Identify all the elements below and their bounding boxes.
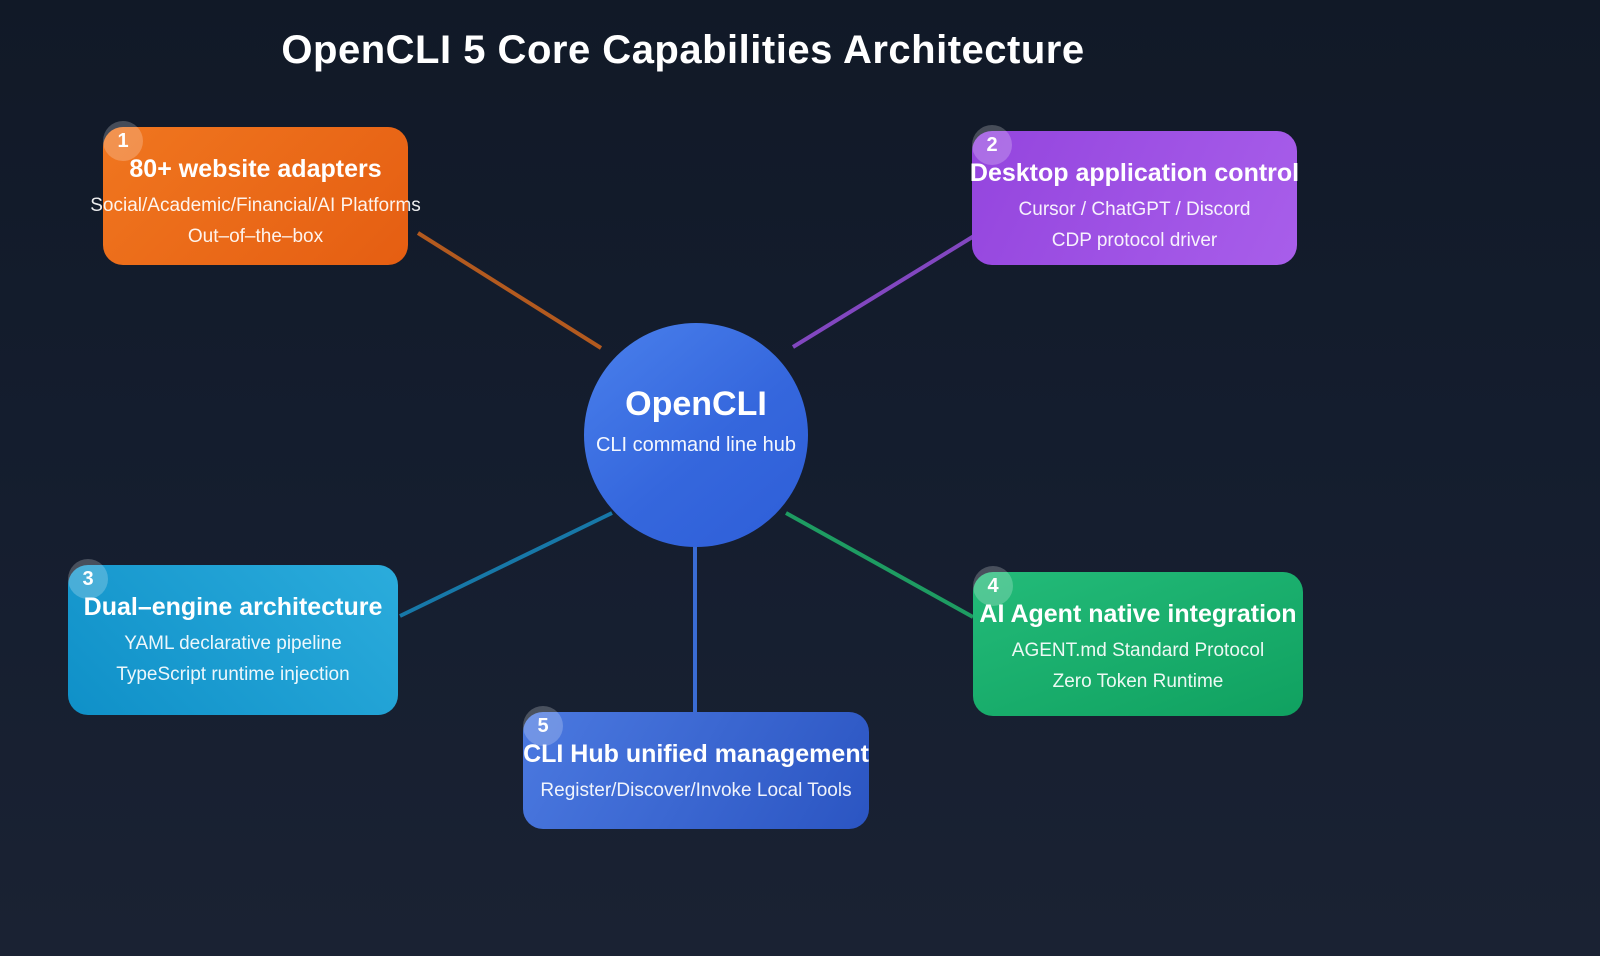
capability-card-4: 4 AI Agent native integration AGENT.md S… (973, 566, 1303, 716)
capability-details: Register/Discover/Invoke Local Tools (540, 775, 851, 806)
capability-title: AI Agent native integration (979, 600, 1297, 628)
hub-text: OpenCLI CLI command line hub (596, 382, 796, 460)
hub-subtitle: CLI command line hub (595, 434, 797, 456)
capability-card-5: 5 CLI Hub unified management Register/Di… (523, 706, 869, 829)
capability-details: YAML declarative pipeline TypeScript run… (116, 628, 349, 690)
capability-detail: Zero Token Runtime (1052, 671, 1224, 692)
capability-detail: CDP protocol driver (1051, 230, 1218, 251)
capability-number-badge: 2 (972, 125, 1012, 165)
capability-title: CLI Hub unified management (523, 740, 869, 768)
capability-number-badge: 1 (103, 121, 143, 161)
capability-detail: AGENT.md Standard Protocol (1011, 640, 1265, 661)
capability-detail: YAML declarative pipeline (124, 633, 342, 654)
capability-details: Cursor / ChatGPT / Discord CDP protocol … (1019, 194, 1251, 256)
capability-number-badge: 5 (523, 706, 563, 746)
capability-detail: Social/Academic/Financial/AI Platforms (90, 195, 421, 216)
capability-detail: Register/Discover/Invoke Local Tools (540, 780, 852, 801)
capability-detail: TypeScript runtime injection (116, 664, 350, 685)
capability-title: 80+ website adapters (129, 155, 382, 183)
connector-1 (416, 231, 603, 350)
capability-detail: Out–of–the–box (187, 226, 324, 247)
capability-details: AGENT.md Standard Protocol Zero Token Ru… (1012, 635, 1264, 697)
capability-number-badge: 4 (973, 566, 1013, 606)
capability-title: Dual–engine architecture (83, 593, 383, 621)
connector-3 (399, 511, 613, 618)
connector-2 (791, 234, 976, 349)
capability-card-3: 3 Dual–engine architecture YAML declarat… (68, 559, 398, 715)
capability-number-badge: 3 (68, 559, 108, 599)
page-title: OpenCLI 5 Core Capabilities Architecture (281, 28, 1085, 72)
capability-title: Desktop application control (969, 159, 1300, 187)
capability-card-1: 1 80+ website adapters Social/Academic/F… (90, 121, 421, 265)
capability-card-2: 2 Desktop application control Cursor / C… (969, 125, 1300, 265)
capability-detail: Cursor / ChatGPT / Discord (1018, 199, 1251, 220)
capability-details: Social/Academic/Financial/AI Platforms O… (90, 190, 421, 252)
hub-name: OpenCLI (625, 385, 767, 423)
connector-4 (785, 511, 974, 619)
hub-circle: OpenCLI CLI command line hub (584, 323, 808, 547)
